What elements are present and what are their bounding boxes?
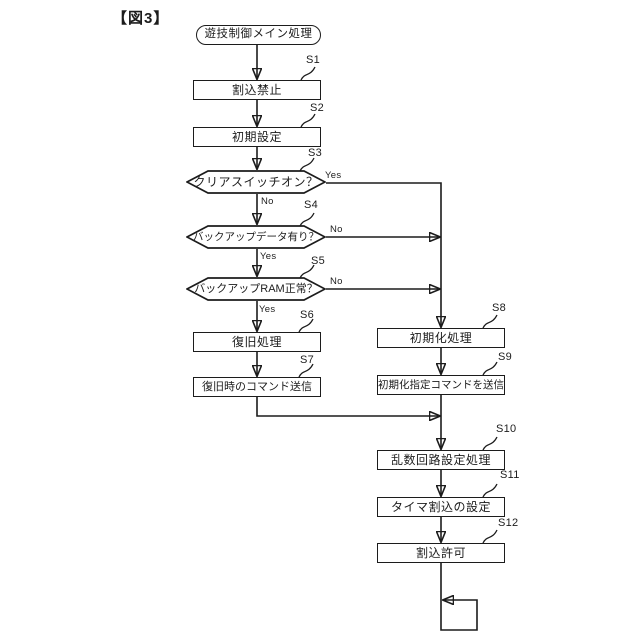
process-s9: 初期化指定コマンドを送信 <box>377 375 505 395</box>
process-s1-label: 割込禁止 <box>231 83 282 97</box>
branch-label-s4-yes: Yes <box>260 251 277 262</box>
start-terminal-node: 遊技制御メイン処理 <box>196 25 321 45</box>
branch-label-s3-no: No <box>261 196 274 207</box>
branch-label-s5-yes: Yes <box>259 304 276 315</box>
decision-s5-label: バックアップRAM正常？ <box>194 282 318 295</box>
process-s10-label: 乱数回路設定処理 <box>390 453 491 467</box>
leader-s7 <box>298 363 314 378</box>
decision-s3: クリアスイッチオン？ <box>186 170 326 194</box>
leader-s11 <box>482 483 498 498</box>
step-id-s1: S1 <box>306 54 321 66</box>
process-s6-label: 復旧処理 <box>231 335 282 349</box>
decision-s4-hexagon-shape <box>186 225 326 249</box>
step-id-s8: S8 <box>492 302 507 314</box>
process-s11-label: タイマ割込の設定 <box>390 500 491 514</box>
decision-s4-label: バックアップデータ有り？ <box>193 230 319 243</box>
branch-label-s5-no: No <box>330 276 343 287</box>
process-s7-label: 復旧時のコマンド送信 <box>202 380 312 393</box>
process-s6: 復旧処理 <box>193 332 321 352</box>
step-id-s7: S7 <box>300 354 315 366</box>
step-id-s3: S3 <box>308 147 323 159</box>
start-terminal-label: 遊技制御メイン処理 <box>204 28 313 41</box>
branch-label-s3-yes: Yes <box>325 170 342 181</box>
leader-s8 <box>482 314 498 329</box>
step-id-s6: S6 <box>300 309 315 321</box>
step-id-s5: S5 <box>311 255 326 267</box>
edge-s12-loop <box>440 563 478 631</box>
process-s8-label: 初期化処理 <box>409 331 473 345</box>
decision-s5-hexagon-shape <box>186 277 326 301</box>
leader-s2 <box>300 113 316 128</box>
process-s2-label: 初期設定 <box>231 130 282 144</box>
process-s12-label: 割込許可 <box>415 546 466 560</box>
branch-label-s4-no: No <box>330 224 343 235</box>
process-s8: 初期化処理 <box>377 328 505 348</box>
step-id-s2: S2 <box>310 102 325 114</box>
leader-s9 <box>482 361 498 376</box>
leader-s6 <box>298 318 314 333</box>
leader-s3 <box>299 157 315 172</box>
process-s9-label: 初期化指定コマンドを送信 <box>378 378 504 391</box>
decision-s3-label: クリアスイッチオン？ <box>193 175 319 189</box>
decision-s3-hexagon-shape <box>186 170 326 194</box>
process-s7: 復旧時のコマンド送信 <box>193 377 321 397</box>
step-id-s11: S11 <box>500 469 520 481</box>
edge-s3-yes-to-s8 <box>326 182 441 327</box>
leader-s4 <box>299 212 315 227</box>
step-id-s10: S10 <box>496 423 517 435</box>
decision-s4: バックアップデータ有り？ <box>186 225 326 249</box>
leader-s12 <box>482 529 498 544</box>
step-id-s4: S4 <box>304 199 319 211</box>
process-s2: 初期設定 <box>193 127 321 147</box>
process-s1: 割込禁止 <box>193 80 321 100</box>
process-s12: 割込許可 <box>377 543 505 563</box>
step-id-s12: S12 <box>498 517 519 529</box>
edge-s7-merge <box>256 397 440 416</box>
process-s10: 乱数回路設定処理 <box>377 450 505 470</box>
step-id-s9: S9 <box>498 351 513 363</box>
process-s11: タイマ割込の設定 <box>377 497 505 517</box>
leader-s1 <box>300 66 316 81</box>
figure-number-label: 【図3】 <box>112 10 170 27</box>
leader-s10 <box>482 436 498 451</box>
decision-s5: バックアップRAM正常？ <box>186 277 326 301</box>
leader-s5 <box>299 264 315 279</box>
